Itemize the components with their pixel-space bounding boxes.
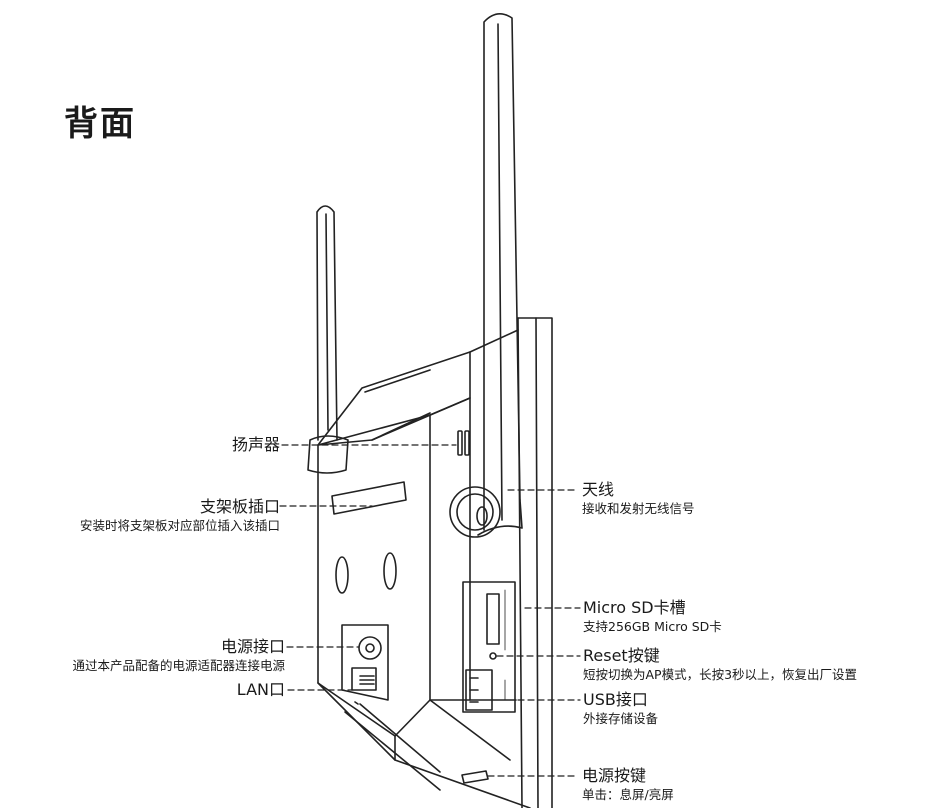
vent-right-shape <box>383 552 397 590</box>
vent-left-shape <box>335 556 349 594</box>
reset-button-label: Reset按键 <box>583 646 660 665</box>
right-antenna <box>476 13 523 536</box>
device-body <box>317 317 553 808</box>
antenna-label: 天线 <box>582 480 615 499</box>
callout-power-button: 电源按键 单击：息屏/亮屏 <box>582 766 674 803</box>
usb-port-desc: 外接存储设备 <box>583 711 659 726</box>
reset-hole-shape <box>489 652 497 660</box>
callout-lan-port: LAN口 <box>237 680 285 700</box>
callout-microsd-slot: Micro SD卡槽 支持256GB Micro SD卡 <box>583 598 722 635</box>
lan-port-shape <box>351 667 377 691</box>
callout-speaker: 扬声器 <box>232 435 280 455</box>
callout-bracket-slot: 支架板插口 安装时将支架板对应部位插入该插口 <box>80 497 280 534</box>
power-button-shape <box>461 770 489 784</box>
left-antenna <box>307 205 349 474</box>
page-title: 背面 <box>64 104 136 144</box>
speaker-label: 扬声器 <box>231 435 280 454</box>
antenna-hub-shape <box>449 486 501 538</box>
microsd-slot-desc: 支持256GB Micro SD卡 <box>583 619 722 634</box>
callout-usb-port: USB接口 外接存储设备 <box>583 690 658 727</box>
bracket-slot-shape <box>331 481 407 515</box>
callout-leader-lines <box>279 444 581 777</box>
speaker-grille-shape <box>457 430 463 456</box>
callout-antenna: 天线 接收和发射无线信号 <box>582 480 695 517</box>
lan-port-label: LAN口 <box>236 680 285 699</box>
power-button-label: 电源按键 <box>582 766 647 785</box>
microsd-slot-shape <box>486 593 500 645</box>
usb-port-label: USB接口 <box>583 690 648 709</box>
bracket-slot-desc: 安装时将支架板对应部位插入该插口 <box>79 518 280 533</box>
power-port-desc: 通过本产品配备的电源适配器连接电源 <box>72 658 285 673</box>
callout-power-port: 电源接口 通过本产品配备的电源适配器连接电源 <box>72 637 285 674</box>
power-button-desc: 单击：息屏/亮屏 <box>582 787 674 802</box>
microsd-slot-label: Micro SD卡槽 <box>583 598 686 617</box>
usb-port-shape <box>465 669 493 711</box>
reset-button-desc: 短按切换为AP模式，长按3秒以上，恢复出厂设置 <box>583 667 858 682</box>
power-port-label: 电源接口 <box>220 637 285 656</box>
bracket-slot-label: 支架板插口 <box>199 497 280 516</box>
antenna-desc: 接收和发射无线信号 <box>582 501 695 516</box>
io-panel-shape <box>462 581 516 713</box>
callout-reset-button: Reset按键 短按切换为AP模式，长按3秒以上，恢复出厂设置 <box>583 646 857 683</box>
power-port-shape <box>358 636 382 660</box>
